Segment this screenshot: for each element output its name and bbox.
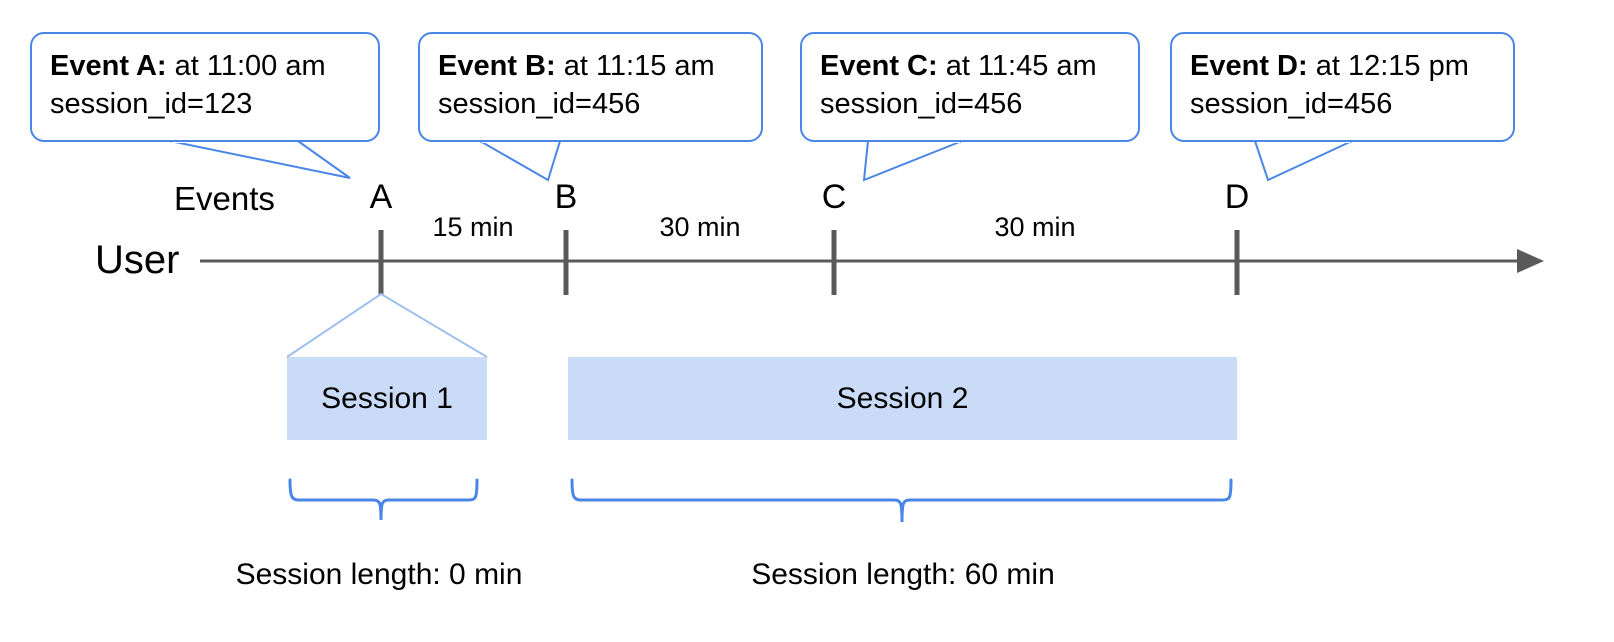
gap-label-ab: 15 min bbox=[432, 212, 514, 242]
event-label-d: D bbox=[1224, 178, 1250, 216]
callout-event-c: Event C: at 11:45 am session_id=456 bbox=[800, 32, 1140, 142]
session-1-length-label: Session length: 0 min bbox=[235, 558, 523, 591]
callout-tail-c bbox=[862, 140, 963, 182]
session-bar-1-label: Session 1 bbox=[321, 381, 453, 415]
gap-label-bc: 30 min bbox=[659, 212, 741, 242]
event-label-b: B bbox=[554, 178, 578, 216]
callout-event-b-line1: Event B: at 11:15 am bbox=[438, 50, 715, 82]
callout-event-d-line2: session_id=456 bbox=[1190, 87, 1393, 120]
callout-event-c-line2: session_id=456 bbox=[820, 87, 1023, 120]
callout-tail-a bbox=[169, 140, 351, 179]
session1-bracket bbox=[288, 478, 479, 521]
session2-bracket bbox=[570, 478, 1233, 523]
event-label-c: C bbox=[821, 178, 847, 216]
callout-event-a-line1: Event A: at 11:00 am bbox=[50, 50, 326, 82]
callout-tail-b bbox=[476, 140, 562, 182]
callout-tail-d bbox=[1253, 140, 1353, 182]
session-bar-2: Session 2 bbox=[568, 357, 1237, 440]
session-bar-1: Session 1 bbox=[287, 357, 487, 440]
callout-event-b: Event B: at 11:15 am session_id=456 bbox=[418, 32, 763, 142]
events-row-label: Events bbox=[174, 180, 275, 217]
event-label-a: A bbox=[369, 178, 393, 216]
callout-event-a: Event A: at 11:00 am session_id=123 bbox=[30, 32, 380, 142]
callout-event-d-line1: Event D: at 12:15 pm bbox=[1190, 50, 1469, 82]
session1-funnel bbox=[286, 292, 488, 358]
session-2-length-label: Session length: 60 min bbox=[751, 558, 1055, 591]
callout-event-a-line2: session_id=123 bbox=[50, 87, 253, 120]
callout-event-b-line2: session_id=456 bbox=[438, 87, 641, 120]
session-bar-2-label: Session 2 bbox=[836, 381, 969, 415]
user-row-label: User bbox=[95, 238, 180, 282]
callout-event-c-line1: Event C: at 11:45 am bbox=[820, 50, 1097, 82]
gap-label-cd: 30 min bbox=[994, 212, 1076, 242]
callout-event-d: Event D: at 12:15 pm session_id=456 bbox=[1170, 32, 1515, 142]
